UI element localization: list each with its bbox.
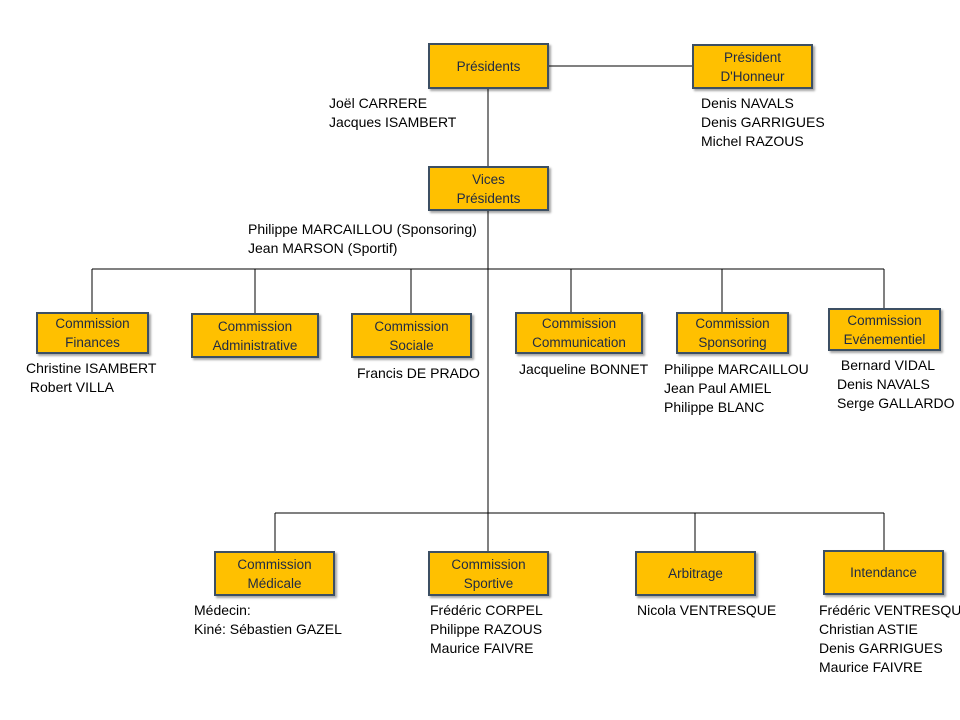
node-title-line: Sociale [389,337,434,353]
node-title-line: Président [723,49,782,65]
member-name: Denis NAVALS [837,376,930,392]
member-name: Robert VILLA [26,379,114,395]
member-name: Philippe MARCAILLOU [664,361,809,377]
node-title-line: Commission [374,318,449,334]
node-title-line: Commission [451,556,526,572]
member-name: Denis NAVALS [701,95,794,111]
node-title-line: Commission [55,316,130,331]
member-name: Michel RAZOUS [701,133,804,149]
members-evenementiel: Bernard VIDAL Denis NAVALS Serge GALLARDO [837,356,955,413]
member-name: Christian ASTIE [819,621,918,637]
node-title-line: Communication [532,335,626,350]
node-title-line: Intendance [850,565,917,580]
node-title-line: D'Honneur [720,68,785,84]
node-title-line: Commission [217,318,293,334]
members-presidents: Joël CARRERE Jacques ISAMBERT [329,94,456,132]
node-title-line: Evénementiel [843,331,926,347]
node-title-line: Présidents [456,190,521,206]
node-title-line: Arbitrage [668,566,723,581]
member-name: Philippe BLANC [664,399,765,415]
node-title-line: Commission [695,316,770,331]
members-sociale: Francis DE PRADO [357,364,480,383]
node-title-line: Sponsoring [698,335,767,350]
members-communication: Jacqueline BONNET [519,360,648,379]
members-intendance: Frédéric VENTRESQUE Christian ASTIE Denis … [819,601,960,677]
member-name: Jean MARSON (Sportif) [248,240,398,256]
node-title-line: Commission [847,312,922,328]
node-presidents: Présidents [428,43,549,89]
members-sponsoring: Philippe MARCAILLOU Jean Paul AMIEL Philip… [664,360,809,417]
members-finances: Christine ISAMBERT Robert VILLA [26,359,156,397]
member-name: Frédéric VENTRESQUE [819,602,960,618]
members-vices-presidents: Philippe MARCAILLOU (Sponsoring) Jean MAR… [248,220,477,258]
member-name: Nicola VENTRESQUE [637,602,777,618]
node-intendance: Intendance [823,550,944,595]
node-title-line: Commission [237,556,312,572]
node-title-line: Finances [65,335,120,350]
member-name: Jacques ISAMBERT [329,114,457,130]
member-name: Maurice FAIVRE [819,659,923,675]
members-president-honneur: Denis NAVALS Denis GARRIGUES Michel RAZOUS [701,94,825,151]
member-name: Serge GALLARDO [837,395,955,411]
member-name: Médecin: [194,602,251,618]
member-name: Kiné: Sébastien GAZEL [194,621,342,637]
member-name: Jacqueline BONNET [519,361,649,377]
node-title-line: Médicale [247,575,302,591]
members-sportive: Frédéric CORPEL Philippe RAZOUS Maurice FA… [430,601,543,658]
node-title-line: Présidents [456,58,521,74]
member-name: Jean Paul AMIEL [664,380,772,396]
member-name: Joël CARRERE [329,95,428,111]
member-name: Frédéric CORPEL [430,602,543,618]
node-arbitrage: Arbitrage [635,551,756,596]
member-name: Philippe MARCAILLOU (Sponsoring) [248,221,477,237]
member-name: Philippe RAZOUS [430,621,543,637]
node-title-line: Administrative [212,337,298,353]
member-name: Bernard VIDAL [837,357,936,373]
member-name: Francis DE PRADO [357,365,480,381]
member-name: Maurice FAIVRE [430,640,534,656]
node-title-line: Vices [472,171,505,187]
member-name: Denis GARRIGUES [701,114,825,130]
members-medicale: Médecin: Kiné: Sébastien GAZEL [194,601,342,639]
member-name: Christine ISAMBERT [26,360,157,376]
members-arbitrage: Nicola VENTRESQUE [637,601,776,620]
member-name: Denis GARRIGUES [819,640,943,656]
node-title-line: Commission [541,316,617,331]
node-title-line: Sportive [463,575,514,591]
